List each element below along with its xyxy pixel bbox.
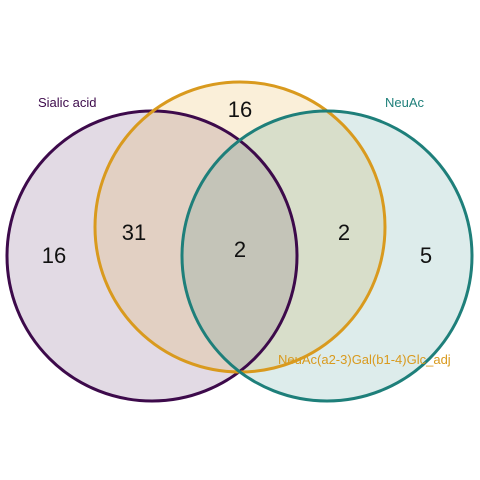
set-label-b: NeuAc(a2-3)Gal(b1-4)Glc_adj [278,352,451,367]
region-c-only-count: 5 [420,243,432,268]
set-a-fill [7,111,297,401]
set-b-fill [95,82,385,372]
region-a-only-count: 16 [42,243,66,268]
set-c-outline [180,109,474,403]
region-b-c-count: 2 [338,220,350,245]
region-a-b-c-count: 2 [234,237,246,262]
region-b-only-count: 16 [228,97,252,122]
set-label-c: NeuAc [385,95,425,110]
set-c-fill [182,111,472,401]
region-a-b-count: 31 [122,220,146,245]
set-label-a: Sialic acid [38,95,97,110]
